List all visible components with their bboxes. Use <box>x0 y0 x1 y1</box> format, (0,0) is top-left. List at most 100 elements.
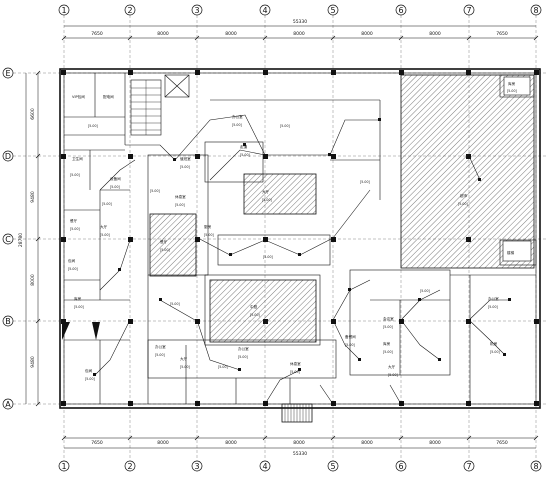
room-label: 楼梯 <box>507 250 515 255</box>
room-label: 大厅 <box>180 356 188 361</box>
column-axis-label: 4 <box>262 462 267 471</box>
column-axis-label: 6 <box>398 462 403 471</box>
dimension-total-left: 28780 <box>18 233 24 247</box>
room-code: [5-00] <box>262 198 272 202</box>
room-code: [5-00] <box>155 353 165 357</box>
room-code: [5-00] <box>383 350 393 354</box>
dimension-total-bottom: 55330 <box>293 451 307 457</box>
dimension-span: 7650 <box>496 440 508 446</box>
dimension-span: 9480 <box>30 191 36 203</box>
room-code: [5-00] <box>180 165 190 169</box>
room-code: [5-00] <box>488 305 498 309</box>
label-box <box>502 240 532 262</box>
dimension-span: 9480 <box>30 356 36 368</box>
dimension-span: 7650 <box>91 31 103 37</box>
row-axis-label: C <box>5 235 11 244</box>
room-code: [5-00] <box>70 227 80 231</box>
column-axis-label: 5 <box>330 6 335 15</box>
column-axis-label: 5 <box>330 462 335 471</box>
room-code: [5-00] <box>490 350 500 354</box>
interior-walls <box>64 73 537 423</box>
dimension-total-top: 55330 <box>293 19 307 25</box>
column-axis-label: 6 <box>398 6 403 15</box>
dimension-span: 8000 <box>225 440 237 446</box>
room-code: [5-00] <box>160 248 170 252</box>
column-axis-label: 2 <box>127 6 132 15</box>
room-label: 走道 <box>240 144 248 149</box>
room-label: 休息室 <box>290 361 301 366</box>
room-label: 库房 <box>74 296 82 301</box>
room-label: 包间 <box>68 258 76 263</box>
hatched-areas <box>149 74 535 343</box>
room-label: 超市 <box>460 193 468 198</box>
room-code: [5-00] <box>383 325 393 329</box>
dimension-lines <box>25 25 539 449</box>
dimension-span: 8000 <box>361 31 373 37</box>
room-code: [5-00] <box>88 124 98 128</box>
room-code: [5-00] <box>240 153 250 157</box>
room-code: [5-00] <box>263 255 273 259</box>
row-axis-label: D <box>5 152 11 161</box>
room-label: 值班室 <box>180 156 191 161</box>
room-code: [5-00] <box>204 233 214 237</box>
room-code: [5-00] <box>85 377 95 381</box>
room-code: [5-00] <box>280 124 290 128</box>
room-label: 大厅 <box>100 224 108 229</box>
dimension-span: 8000 <box>30 274 36 286</box>
room-label: 设备间 <box>110 176 121 181</box>
room-code: [5-00] <box>250 313 260 317</box>
room-label: 办公室 <box>238 346 249 351</box>
dimension-span: 8000 <box>429 440 441 446</box>
column-axis-label: 1 <box>61 6 66 15</box>
dimension-span: 7650 <box>91 440 103 446</box>
room-code: [5-00] <box>150 189 160 193</box>
dimension-span: 8000 <box>293 440 305 446</box>
label-box <box>503 76 531 96</box>
room-label: 大厅 <box>262 189 270 194</box>
room-code: [5-00] <box>180 365 190 369</box>
room-code: [5-00] <box>70 173 80 177</box>
dimension-span: 6600 <box>30 108 36 120</box>
door-swings <box>62 322 100 340</box>
room-code: [5-00] <box>110 185 120 189</box>
room-label: 卫生间 <box>72 156 83 161</box>
room-label: 餐厅 <box>160 239 168 244</box>
stair-treads <box>131 80 310 422</box>
room-label: 库房 <box>383 341 391 346</box>
room-label: 餐厅 <box>70 218 78 223</box>
fixtures <box>93 118 511 376</box>
dimension-span: 8000 <box>225 31 237 37</box>
room-label: 会议室 <box>383 316 394 321</box>
room-label: 厨房 <box>204 224 212 229</box>
room-code: [5-00] <box>100 233 110 237</box>
row-axis-label: A <box>5 400 11 409</box>
room-code: [5-00] <box>175 203 185 207</box>
column-axis-label: 3 <box>194 462 199 471</box>
column-axis-label: 8 <box>533 6 538 15</box>
column-axis-label: 2 <box>127 462 132 471</box>
room-labels: VIP包间 配电间 [5-00] 卫生间 [5-00] 餐厅 [5-00] 包间… <box>68 81 517 381</box>
room-code: [5-00] <box>345 343 355 347</box>
dimension-span: 8000 <box>293 31 305 37</box>
room-code: [5-00] <box>388 373 398 377</box>
room-label: 包间 <box>85 368 93 373</box>
room-label: 办公室 <box>488 296 499 301</box>
row-axis-label: B <box>5 317 11 326</box>
dimension-span: 8000 <box>361 440 373 446</box>
row-axis-label: E <box>5 69 10 78</box>
room-label: 机房 <box>490 341 498 346</box>
room-code: [5-00] <box>458 202 468 206</box>
room-code: [5-00] <box>102 202 112 206</box>
room-label: 库房 <box>508 81 516 86</box>
column-axis-label: 8 <box>533 462 538 471</box>
room-code: [5-00] <box>170 302 180 306</box>
dimension-span: 8000 <box>157 31 169 37</box>
room-label: 休息室 <box>175 194 186 199</box>
room-code: [5-00] <box>232 123 242 127</box>
room-label: 配电间 <box>103 94 114 99</box>
room-label: VIP包间 <box>72 94 85 99</box>
room-code: [5-00] <box>290 370 300 374</box>
column-axis-label: 1 <box>61 462 66 471</box>
dimension-span: 8000 <box>157 440 169 446</box>
